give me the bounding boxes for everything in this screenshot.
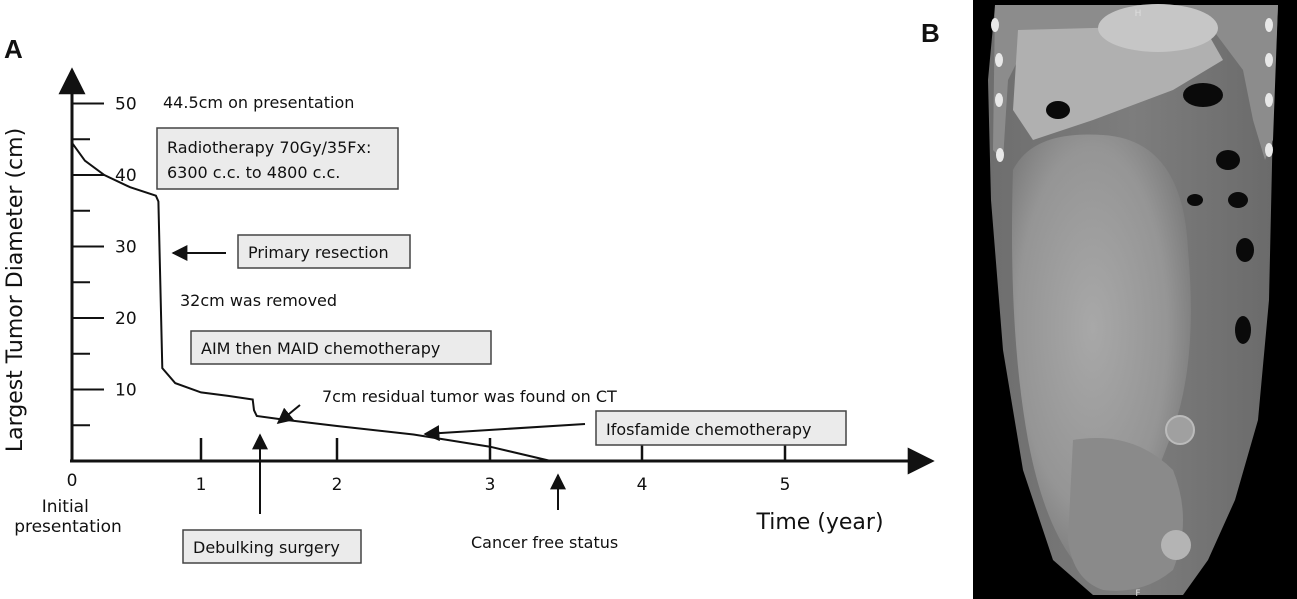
y-tick-label-10: 10 bbox=[115, 381, 137, 401]
box-radiotherapy-frame bbox=[156, 127, 399, 190]
annotation-residual: 7cm residual tumor was found on CT bbox=[322, 387, 617, 406]
box-ifosfamide: Ifosfamide chemotherapy bbox=[595, 410, 847, 446]
x-tick-label-2: 2 bbox=[332, 475, 343, 495]
x-axis-title: Time (year) bbox=[755, 510, 883, 535]
origin-tick-label: 0 bbox=[67, 471, 78, 491]
y-tick-label-20: 20 bbox=[115, 309, 137, 329]
x-tick-label-5: 5 bbox=[780, 475, 791, 495]
box-debulking-frame bbox=[182, 529, 362, 564]
origin-sublabel-line-1: Initial bbox=[42, 497, 89, 517]
origin-sublabel: Initial presentation bbox=[14, 497, 122, 537]
ct-marker-bottom: F bbox=[1135, 589, 1140, 599]
y-axis-title: Largest Tumor Diameter (cm) bbox=[3, 128, 28, 452]
panel-a-label: A bbox=[4, 34, 23, 64]
annotation-cancer-free: Cancer free status bbox=[471, 533, 618, 552]
panel-b-label: B bbox=[921, 18, 940, 48]
arrow-ifosfamide bbox=[423, 423, 586, 442]
annotation-presentation: 44.5cm on presentation bbox=[163, 93, 354, 112]
ct-marker-top: H bbox=[1135, 9, 1142, 19]
box-aim-maid-frame bbox=[190, 330, 492, 365]
box-debulking: Debulking surgery bbox=[182, 529, 362, 564]
y-tick-label-30: 30 bbox=[115, 238, 137, 258]
annotation-removed: 32cm was removed bbox=[180, 291, 337, 310]
ct-scan-drawing: H F bbox=[973, 0, 1297, 599]
origin-sublabel-line-2: presentation bbox=[14, 517, 122, 537]
panel-b-label-holder: B bbox=[921, 18, 940, 48]
y-tick-label-50: 50 bbox=[115, 95, 137, 115]
series-line bbox=[71, 142, 552, 462]
box-radiotherapy-line-1: Radiotherapy 70Gy/35Fx: bbox=[167, 138, 371, 157]
x-tick-label-4: 4 bbox=[637, 475, 648, 495]
ct-scan-image: H F bbox=[973, 0, 1297, 599]
box-aim-maid-text: AIM then MAID chemotherapy bbox=[201, 339, 440, 358]
y-tick-label-40: 40 bbox=[115, 166, 137, 186]
box-debulking-text: Debulking surgery bbox=[193, 538, 340, 557]
box-ifosfamide-frame bbox=[595, 410, 847, 446]
box-primary-resection: Primary resection bbox=[237, 234, 411, 269]
x-ticks: 1 2 3 4 5 bbox=[196, 438, 791, 495]
box-ifosfamide-text: Ifosfamide chemotherapy bbox=[606, 420, 811, 439]
box-radiotherapy-line-2: 6300 c.c. to 4800 c.c. bbox=[167, 163, 340, 182]
x-tick-label-3: 3 bbox=[485, 475, 496, 495]
box-primary-resection-frame bbox=[237, 234, 411, 269]
chart-svg: A 10 20 30 40 50 1 2 3 4 5 0 Initial presentatio… bbox=[3, 34, 935, 564]
arrow-residual-tumor bbox=[276, 404, 301, 425]
box-radiotherapy: Radiotherapy 70Gy/35Fx: 6300 c.c. to 480… bbox=[156, 127, 399, 190]
box-aim-maid: AIM then MAID chemotherapy bbox=[190, 330, 492, 365]
x-tick-label-1: 1 bbox=[196, 475, 207, 495]
y-ticks: 10 20 30 40 50 bbox=[72, 95, 137, 427]
box-primary-resection-text: Primary resection bbox=[248, 243, 389, 262]
